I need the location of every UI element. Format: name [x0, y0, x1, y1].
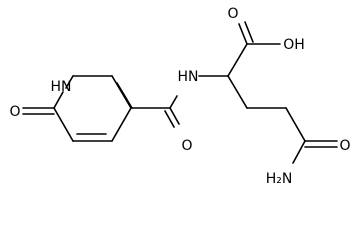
ring-nh-label: HN: [51, 79, 72, 95]
amide-carbonyl-o-label: O: [181, 138, 192, 154]
ring-oxo-label: O: [9, 104, 20, 120]
bond: [227, 75, 248, 109]
bond: [169, 107, 180, 125]
bond: [53, 91, 64, 109]
chemical-structure: HN O HN O O OH O H₂N: [9, 6, 350, 187]
amide-nh-label: HN: [178, 69, 199, 85]
acid-hydroxyl-label: OH: [283, 37, 305, 53]
structure-canvas: HN O HN O O OH O H₂N: [9, 6, 350, 187]
bond: [244, 21, 254, 43]
bond: [116, 82, 133, 109]
bond: [65, 75, 74, 89]
bond: [285, 107, 306, 142]
acid-carbonyl-o-label: O: [227, 6, 238, 22]
bond: [53, 107, 74, 142]
bond: [238, 23, 248, 45]
terminal-nh2-label: H₂N: [266, 171, 293, 187]
terminal-carbonyl-o-label: O: [339, 138, 350, 154]
bond: [227, 43, 248, 77]
bond: [169, 95, 178, 109]
bond: [164, 110, 175, 128]
bond: [292, 140, 306, 164]
bond: [111, 107, 132, 142]
